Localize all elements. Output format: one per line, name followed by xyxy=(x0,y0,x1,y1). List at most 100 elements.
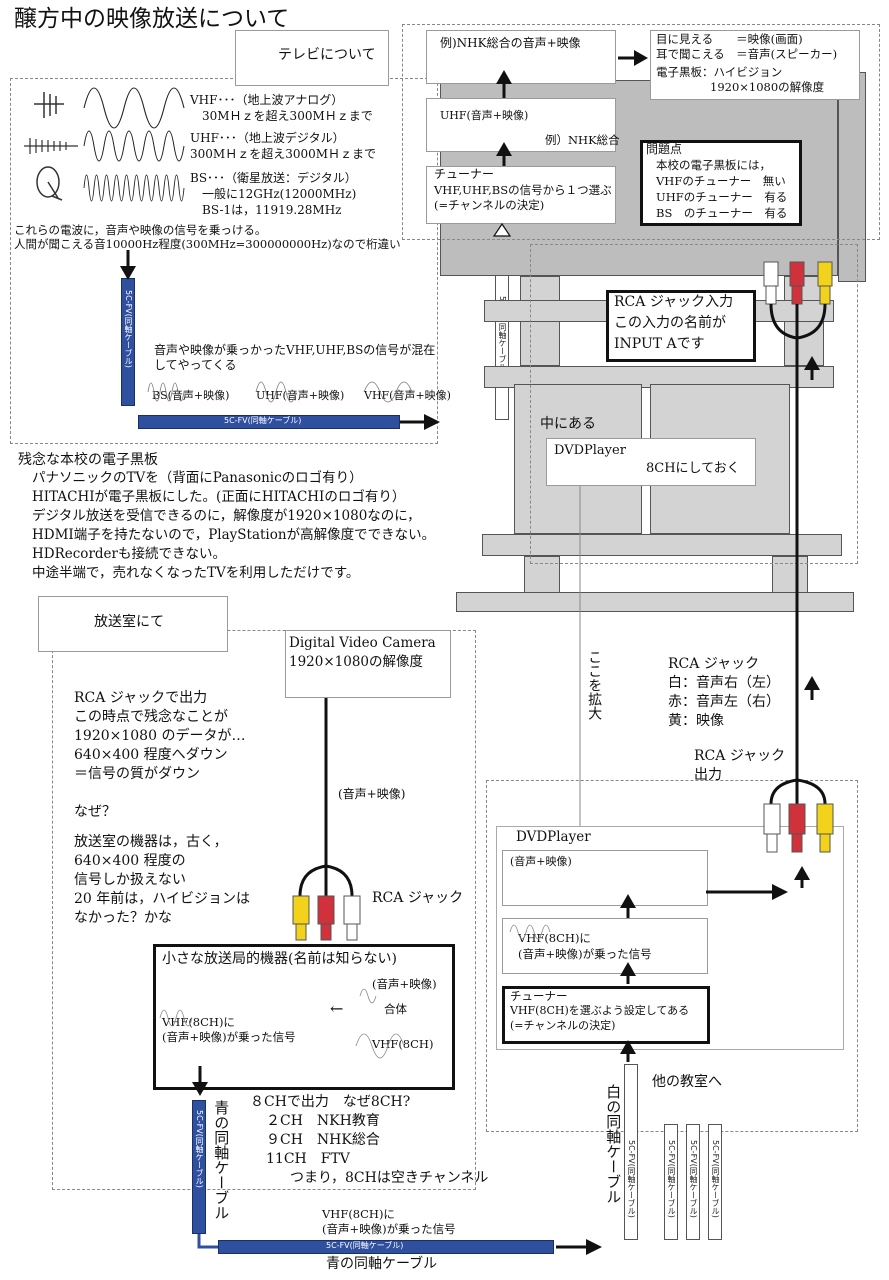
bs-line-3: BS-1は，11919.28MHz xyxy=(202,203,342,217)
radio-note-2: 人間が聞こえる音10000Hz程度(300MHz=300000000Hz)なので… xyxy=(14,237,401,251)
rca-out-note-9: 放送室の機器は，古く， xyxy=(74,834,228,850)
rca-out-note-11: 信号しか扱えない xyxy=(74,872,186,888)
white-coax-room-3-tag: 5C-FV(同軸ケーブル) xyxy=(711,1140,720,1218)
example-nhk-box xyxy=(426,30,616,84)
broadcast-header-label: 放送室にて xyxy=(94,614,164,630)
camera-line-1: Digital Video Camera xyxy=(289,635,436,651)
white-coax-room-3 xyxy=(708,1124,722,1240)
stand-base xyxy=(456,592,854,612)
antenna-cable-horizontal xyxy=(138,415,400,429)
uhf-signal-box xyxy=(426,98,616,152)
camera-box xyxy=(285,630,451,698)
station-av: (音声+映像) xyxy=(372,977,437,991)
white-coax-room-1 xyxy=(664,1124,678,1240)
bs-line-1: BS･･･（衛星放送：デジタル） xyxy=(190,171,357,185)
antenna-cable-vertical-label: 5C-FV(同軸ケーブル) xyxy=(124,290,133,368)
white-cable-label: 白の同軸ケーブル xyxy=(604,1084,623,1204)
other-rooms-label: 他の教室へ xyxy=(652,1074,722,1090)
inside-label: 中にある xyxy=(540,416,596,432)
dvd-tuner-title: チューナー xyxy=(510,989,568,1003)
school-board-line-6: 中途半端で，売れなくなったTVを利用しただけです。 xyxy=(32,565,360,581)
wave-label-vhf: VHF(音声+映像) xyxy=(364,389,451,402)
shelf-dvd-name: DVDPlayer xyxy=(554,443,626,458)
station-arrow: ← xyxy=(330,999,344,1018)
dvd-signal-1: VHF(8CH)に xyxy=(518,931,591,945)
hear-line: 耳で聞こえる ＝音声(スピーカー) xyxy=(656,47,838,61)
station-combine: 合体 xyxy=(384,1002,407,1016)
mixed-signal-note-2: してやってくる xyxy=(154,358,237,372)
school-board-title: 残念な本校の電子黒板 xyxy=(18,452,158,468)
tv-input-cable-label: 5C-FV(同軸ケーブル) xyxy=(498,296,507,374)
dvd-av-label: (音声+映像) xyxy=(510,855,572,868)
vhf-line-1: VHF･･･（地上波アナログ） xyxy=(190,93,344,107)
station-title: 小さな放送局的機器(名前は知らない) xyxy=(162,951,397,967)
uhf-line-1: UHF･･･（地上波デジタル） xyxy=(190,131,345,145)
tv-tuner-title: チューナー xyxy=(434,167,495,181)
dvd-tuner-line-2: (=チャンネルの決定) xyxy=(510,1019,616,1032)
problem-line-2: VHFのチューナー 無い xyxy=(656,174,786,188)
tv-outline-dashed xyxy=(402,24,880,240)
board-line-2: 1920×1080の解像度 xyxy=(710,80,825,94)
problem-line-3: UHFのチューナー 有る xyxy=(656,190,788,204)
wave-label-bs: BS(音声+映像) xyxy=(152,389,230,402)
blue-cable-bottom-label: 青の同軸ケーブル xyxy=(326,1256,438,1272)
problem-title: 問題点 xyxy=(646,142,683,156)
blue-cable-joint xyxy=(197,1234,218,1249)
channel-line-3: ９CH NHK総合 xyxy=(266,1132,380,1148)
tv-tuner-box xyxy=(426,166,616,224)
rca-out-note-1: RCA ジャックで出力 xyxy=(74,690,208,706)
white-coax-to-dvd xyxy=(624,1064,638,1240)
example-nhk-label: 例)NHK総合の音声+映像 xyxy=(440,36,581,50)
blue-cable-vertical xyxy=(192,1100,206,1234)
rca-output-2: 出力 xyxy=(694,767,722,783)
rca-out-note-5: ＝信号の質がダウン xyxy=(74,766,200,782)
board-line-1: 電子黒板：ハイビジョン xyxy=(656,65,783,79)
station-signal-1: VHF(8CH)に xyxy=(162,1015,235,1029)
uhf-signal-label: UHF(音声+映像) xyxy=(440,109,529,122)
wave-label-uhf: UHF(音声+映像) xyxy=(256,389,345,402)
rca-out-note-3: 1920×1080 のデータが… xyxy=(74,728,246,744)
camera-line-2: 1920×1080の解像度 xyxy=(289,654,424,670)
uhf-line-2: 300MＨｚを超え3000MＨｚまで xyxy=(190,147,377,161)
rca-output-1: RCA ジャック xyxy=(694,748,786,764)
school-board-line-1: パナソニックのTVを（背面にPanasonicのロゴ有り） xyxy=(32,470,363,486)
radio-note-1: これらの電波に，音声や映像の信号を乗っける。 xyxy=(14,223,267,237)
bottom-signal-2: (音声+映像)が乗った信号 xyxy=(322,1222,456,1236)
stand-shelf-3 xyxy=(482,534,842,556)
mixed-signal-note-1: 音声や映像が乗っかったVHF,UHF,BSの信号が混在 xyxy=(154,343,436,357)
rca-colors-2: 白：音声右（左） xyxy=(668,675,780,691)
rca-jack-label: RCA ジャック xyxy=(372,890,464,906)
rca-out-note-13: なかった？かな xyxy=(74,910,172,926)
channel-line-2: ２CH NKH教育 xyxy=(266,1113,380,1129)
rca-out-note-12: 20 年前は，ハイビジョンは xyxy=(74,891,250,907)
dvd-tuner-line-1: VHF(8CH)を選ぶよう設定してある xyxy=(510,1004,690,1017)
blue-cable-horizontal xyxy=(218,1240,554,1254)
dvd-tuner-box xyxy=(502,986,710,1044)
rca-input-line-2: この入力の名前が xyxy=(614,315,726,331)
dvd-signal-box xyxy=(502,918,708,974)
rca-out-note-4: 640×400 程度へダウン xyxy=(74,747,228,763)
blue-cable-horizontal-tag: 5C-FV(同軸ケーブル) xyxy=(326,1241,404,1250)
problem-line-1: 本校の電子黒板には， xyxy=(656,158,771,172)
blue-cable-vertical-label: 青の同軸ケーブル xyxy=(212,1100,231,1220)
see-line: 目に見える ＝映像(画面) xyxy=(656,32,803,46)
dvd-signal-2: (音声+映像)が乗った信号 xyxy=(518,947,652,961)
camera-av-label: (音声+映像) xyxy=(338,787,406,801)
rca-colors-3: 赤：音声左（右） xyxy=(668,694,780,710)
school-board-line-3: デジタル放送を受信できるのに，解像度が1920×1080なのに， xyxy=(32,508,421,524)
dvd-av-box xyxy=(502,850,708,906)
white-coax-room-2 xyxy=(686,1124,700,1240)
broadcast-header xyxy=(38,596,228,652)
white-coax-room-1-tag: 5C-FV(同軸ケーブル) xyxy=(667,1140,676,1218)
channel-line-1: ８CHで出力 なぜ8CH? xyxy=(250,1094,411,1110)
station-vhf: VHF(8CH) xyxy=(372,1037,434,1051)
expand-label: ここを拡大 xyxy=(586,650,603,720)
page-title: 醸方中の映像放送について xyxy=(14,6,290,32)
broadcast-section-panel xyxy=(52,630,476,1190)
school-board-line-5: HDRecorderも接続できない。 xyxy=(32,546,226,562)
uhf-example-label: 例）NHK総合 xyxy=(545,133,620,147)
channel-line-5: つまり，8CHは空きチャンネル xyxy=(290,1170,489,1186)
rca-out-note-10: 640×400 程度の xyxy=(74,853,186,869)
shelf-dvd-box xyxy=(546,438,756,486)
tv-section-panel xyxy=(10,78,438,444)
